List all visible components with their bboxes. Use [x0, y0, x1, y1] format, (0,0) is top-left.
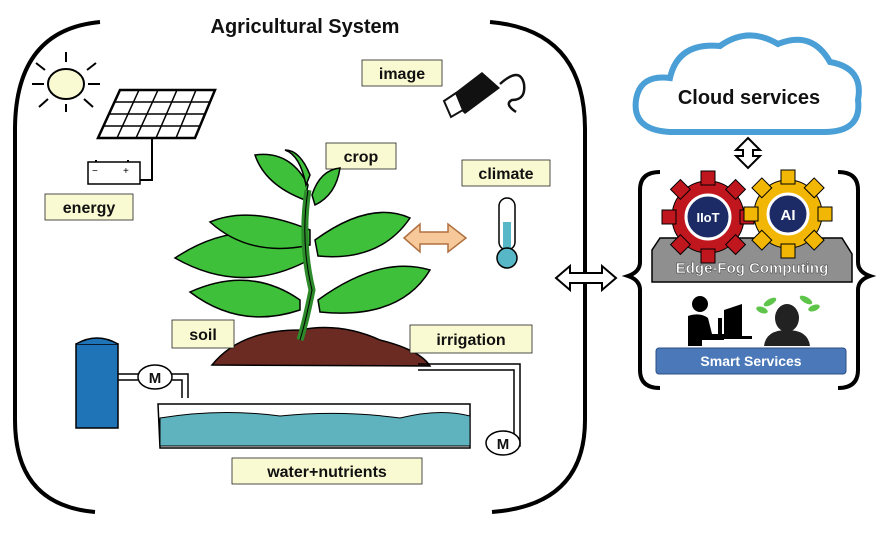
edge-fog-label: Edge-Fog Computing — [676, 260, 828, 277]
svg-text:+: + — [123, 166, 129, 177]
smart-services-label: Smart Services — [700, 353, 801, 369]
cloud-icon: Cloud services — [632, 32, 862, 135]
cloud-edge-arrow — [733, 136, 763, 170]
crop-label-box — [325, 142, 397, 170]
energy-label: energy — [63, 200, 116, 217]
image-label-box — [361, 59, 443, 87]
usb-camera-icon — [442, 72, 526, 119]
thermometer-icon — [496, 197, 518, 269]
water-label: water+nutrients — [266, 464, 387, 481]
smart-services-bar — [655, 347, 847, 375]
soil-mound — [210, 326, 432, 367]
iiot-label: IIoT — [696, 210, 719, 225]
gear-icon: IIoT — [661, 170, 755, 264]
left-bracket — [13, 20, 101, 514]
right-bracket — [489, 20, 587, 514]
ai-label: AI — [781, 207, 796, 224]
energy-label-box — [44, 193, 134, 221]
gear-icon: AI — [743, 169, 833, 259]
irrigation-label-box — [409, 324, 533, 354]
cloud-label: Cloud services — [678, 87, 820, 109]
solar-panel-icon — [96, 88, 217, 181]
water-nutrients-tank — [157, 403, 471, 449]
crop-label: crop — [344, 149, 379, 166]
system-edge-arrow — [554, 263, 618, 293]
sun-icon — [32, 52, 100, 112]
crop-plant — [173, 149, 432, 342]
pump-motor-right: M — [485, 430, 521, 456]
climate-label-box — [461, 159, 551, 187]
battery-icon: − + — [87, 160, 141, 185]
system-title: Agricultural System — [211, 16, 400, 38]
irrigation-label: irrigation — [436, 332, 505, 349]
water-tank — [75, 337, 119, 429]
edge-left-brace — [621, 170, 661, 390]
svg-text:M: M — [149, 370, 162, 387]
image-label: image — [379, 66, 425, 83]
svg-text:−: − — [92, 166, 98, 177]
person-computer-icon — [688, 296, 752, 346]
pump-motor-left: M — [137, 364, 173, 390]
soil-label-box — [171, 319, 235, 349]
climate-label: climate — [478, 166, 533, 183]
water-label-box — [231, 457, 423, 485]
double-arrow-icon — [402, 222, 468, 254]
person-plant-icon — [756, 295, 820, 346]
soil-label: soil — [189, 327, 217, 344]
edge-right-brace — [837, 170, 877, 390]
svg-text:M: M — [497, 436, 510, 453]
